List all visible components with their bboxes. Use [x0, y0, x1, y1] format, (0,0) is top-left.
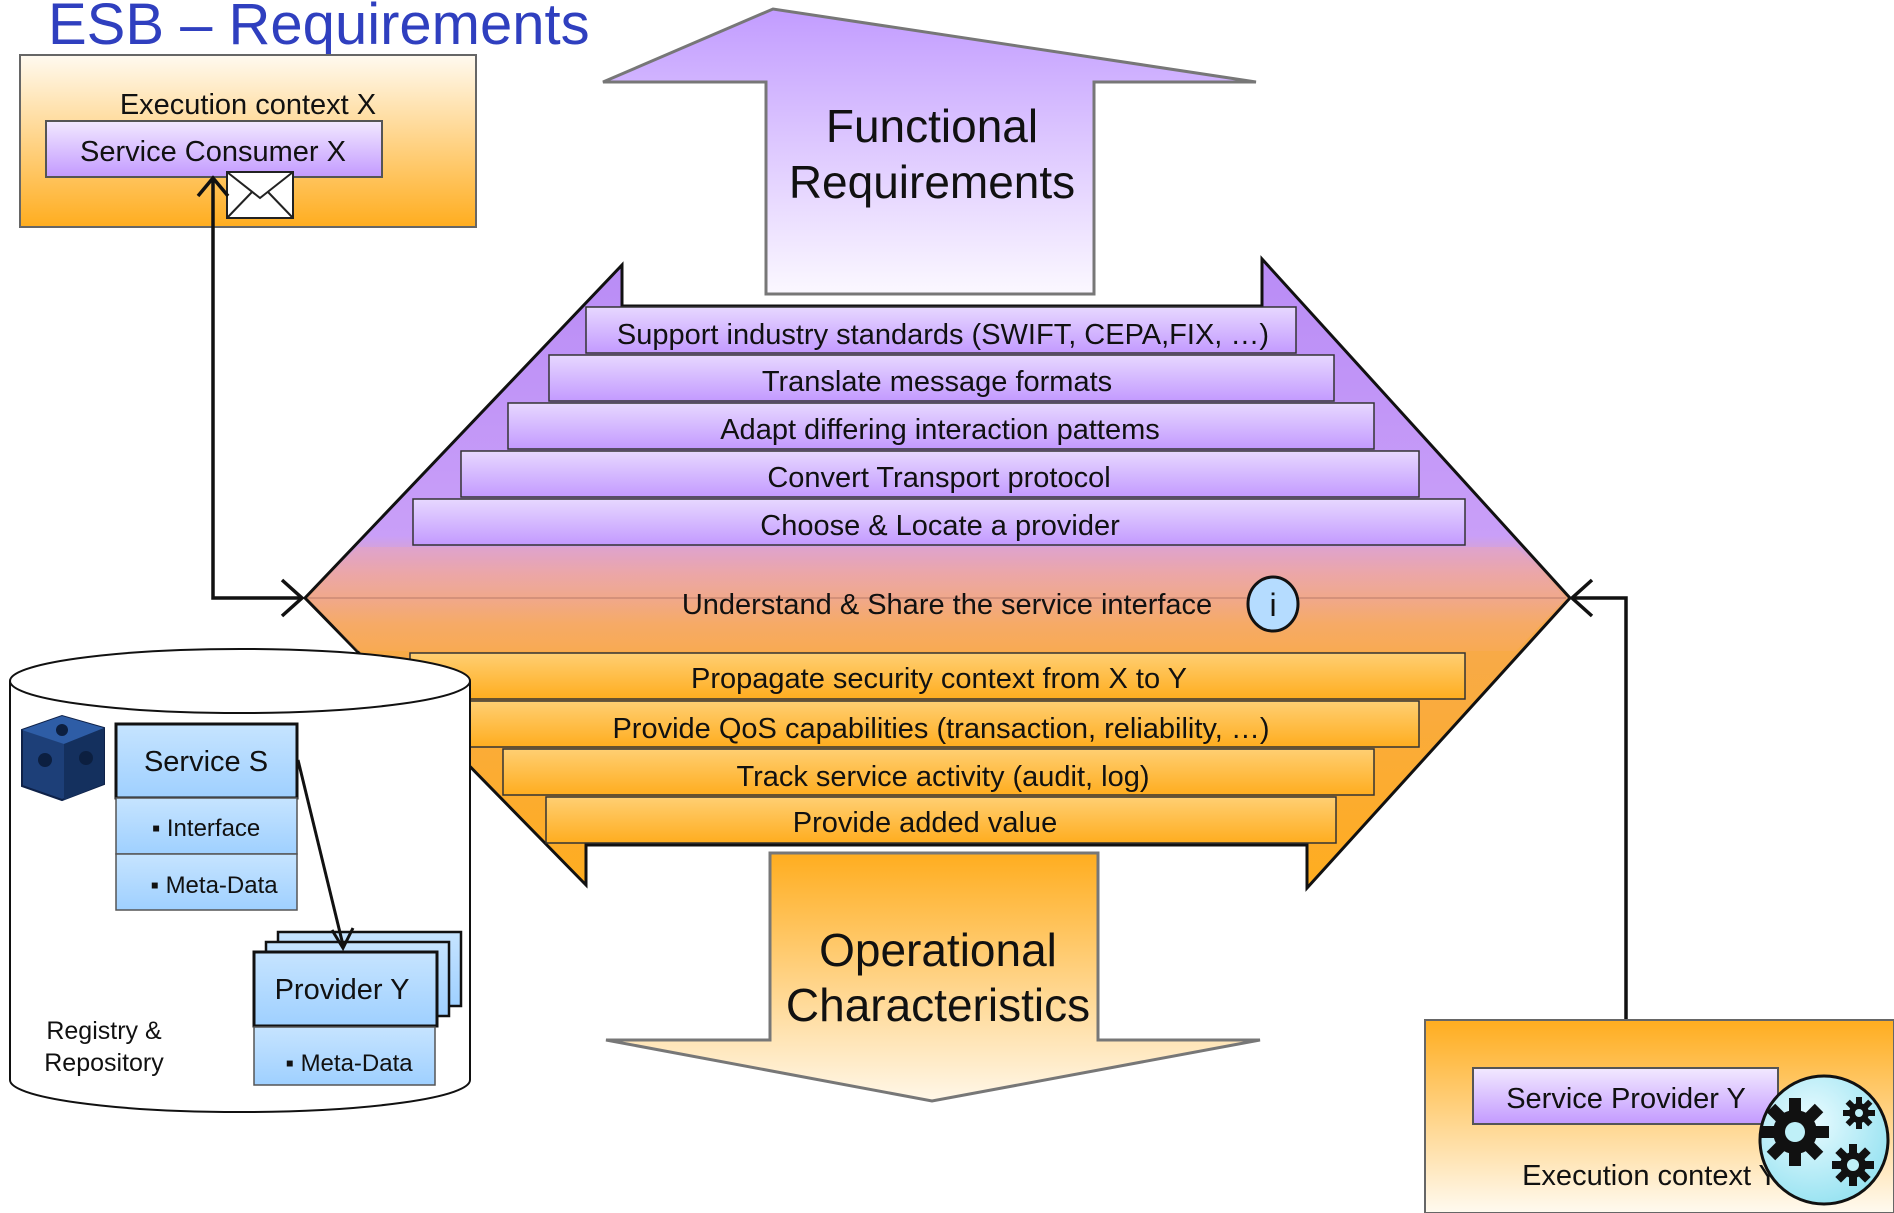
- gears-icon: [1758, 1074, 1890, 1206]
- service-s-item-0: ▪ Interface: [152, 815, 261, 842]
- operational-band-0-label: Propagate security context from X to Y: [691, 663, 1187, 695]
- functional-band-2-label: Adapt differing interaction pattems: [720, 414, 1160, 446]
- execution-context-y-label: Execution context Y: [1522, 1160, 1778, 1192]
- registry-label-line1: Registry &: [46, 1017, 162, 1045]
- operational-band-1: Provide QoS capabilities (transaction, r…: [460, 700, 1420, 748]
- service-consumer-x[interactable]: Service Consumer X: [45, 120, 383, 178]
- service-s-item-1: ▪ Meta-Data: [150, 872, 278, 899]
- middle-band: Understand & Share the service interface…: [308, 547, 1566, 651]
- provider-connector: [1569, 578, 1643, 1065]
- operational-characteristics-arrow: Operational Characteristics: [605, 851, 1261, 1103]
- functional-band-3-label: Convert Transport protocol: [767, 462, 1110, 494]
- functional-band-2: Adapt differing interaction pattems: [507, 402, 1375, 450]
- execution-context-y: Execution context Y Service Provider Y: [1424, 1019, 1894, 1213]
- functional-band-4: Choose & Locate a provider: [412, 498, 1466, 546]
- page-title: ESB – Requirements: [48, 0, 590, 57]
- consumer-connector: [196, 175, 305, 618]
- operational-band-2-label: Track service activity (audit, log): [736, 761, 1149, 793]
- service-s-card[interactable]: Service S ▪ Interface ▪ Meta-Data: [114, 722, 299, 911]
- middle-band-label: Understand & Share the service interface: [682, 589, 1212, 621]
- service-to-provider-link: [296, 759, 355, 952]
- service-provider-y[interactable]: Service Provider Y: [1472, 1067, 1779, 1125]
- execution-context-x-label: Execution context X: [120, 89, 376, 121]
- service-s-title: Service S: [144, 746, 268, 778]
- functional-band-4-label: Choose & Locate a provider: [760, 510, 1120, 542]
- info-badge-label: i: [1269, 587, 1276, 623]
- operational-band-3-label: Provide added value: [793, 807, 1057, 839]
- envelope-icon: [226, 171, 294, 219]
- functional-arrow-line1: Functional: [826, 100, 1038, 152]
- functional-arrow-line2: Requirements: [789, 156, 1075, 208]
- provider-y-item-0: ▪ Meta-Data: [285, 1050, 413, 1077]
- operational-band-2: Track service activity (audit, log): [502, 748, 1375, 796]
- operational-band-0: Propagate security context from X to Y: [409, 652, 1466, 700]
- operational-arrow-line2: Characteristics: [786, 979, 1090, 1031]
- esb-hexagon: Support industry standards (SWIFT, CEPA,…: [302, 255, 1573, 892]
- service-provider-y-label: Service Provider Y: [1506, 1083, 1746, 1115]
- functional-band-3: Convert Transport protocol: [460, 450, 1420, 498]
- provider-y-title: Provider Y: [275, 974, 410, 1006]
- provider-y-card[interactable]: Provider Y ▪ Meta-Data: [252, 930, 463, 1086]
- registry-repository: Registry & Repository Service S ▪ Interf…: [9, 648, 471, 1113]
- operational-band-1-label: Provide QoS capabilities (transaction, r…: [612, 713, 1269, 745]
- functional-band-1: Translate message formats: [548, 354, 1335, 402]
- execution-context-x: Execution context X Service Consumer X: [19, 54, 477, 228]
- cube-icon: [21, 714, 105, 802]
- service-consumer-x-label: Service Consumer X: [80, 136, 346, 168]
- functional-band-0: Support industry standards (SWIFT, CEPA,…: [585, 306, 1297, 354]
- functional-band-1-label: Translate message formats: [762, 366, 1112, 398]
- operational-arrow-line1: Operational: [819, 924, 1057, 976]
- operational-band-3: Provide added value: [545, 796, 1337, 844]
- registry-label-line2: Repository: [44, 1049, 164, 1077]
- functional-band-0-label: Support industry standards (SWIFT, CEPA,…: [617, 319, 1269, 351]
- info-badge[interactable]: i: [1246, 575, 1300, 633]
- functional-requirements-arrow: Functional Requirements: [602, 7, 1257, 296]
